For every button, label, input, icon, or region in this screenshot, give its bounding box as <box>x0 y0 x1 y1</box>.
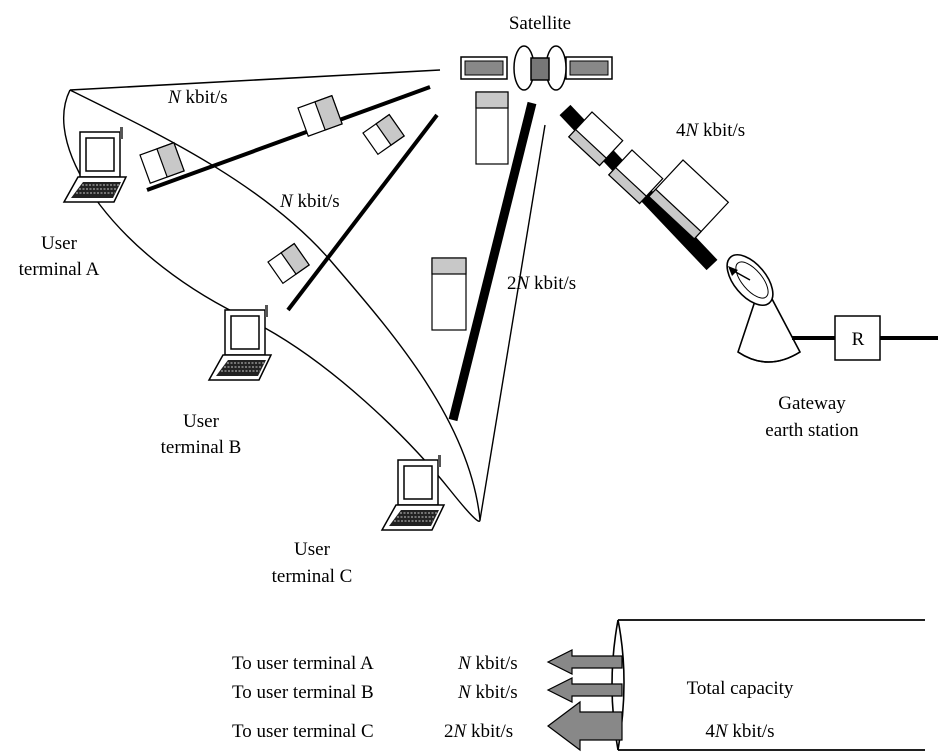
laptop-c-icon <box>381 454 445 531</box>
terminal-c-label-line1: User <box>294 539 331 560</box>
gateway-label-line1: Gateway <box>778 393 846 414</box>
gateway-link-rate: 4N kbit/s <box>676 120 745 141</box>
capacity-arrow-c <box>547 700 623 752</box>
terminal-a-label-line1: User <box>41 233 78 254</box>
terminal-c-label-line2: terminal C <box>272 566 353 587</box>
capacity-row-a-destination: To user terminal A <box>232 653 374 674</box>
packet-c1 <box>475 91 509 165</box>
coverage-beam <box>63 69 546 522</box>
packet-c2 <box>431 257 467 331</box>
capacity-row-c-rate: 2N kbit/s <box>444 721 513 742</box>
capacity-row-b-destination: To user terminal B <box>232 682 374 703</box>
packet-gw3 <box>648 159 730 240</box>
packet-gw1 <box>567 111 624 167</box>
total-capacity-label: Total capacity <box>687 678 794 699</box>
laptop-a-icon <box>63 126 127 203</box>
terminal-b-label-line1: User <box>183 411 220 432</box>
downlink-beam-a <box>146 85 431 192</box>
link-a-rate: N kbit/s <box>167 87 228 108</box>
packet-a2 <box>297 94 343 137</box>
downlink-beam-c <box>448 101 537 422</box>
router-box: R <box>834 315 881 361</box>
packet-b1 <box>362 113 405 156</box>
packet-gw2 <box>607 149 664 205</box>
packet-b2 <box>267 242 310 285</box>
downlink-beam-b <box>286 113 439 312</box>
packet-a1 <box>139 141 185 184</box>
capacity-row-c-destination: To user terminal C <box>232 721 374 742</box>
satellite-label: Satellite <box>509 13 571 34</box>
gateway-dish-icon <box>726 254 802 363</box>
link-c-rate: 2N kbit/s <box>507 273 576 294</box>
capacity-arrow-a <box>546 649 623 675</box>
laptop-b-icon <box>208 304 272 381</box>
gateway-label-line2: earth station <box>765 420 859 441</box>
router-label: R <box>852 329 865 350</box>
capacity-arrow-b <box>546 677 623 703</box>
link-b-rate: N kbit/s <box>279 191 340 212</box>
terminal-a-label-line2: terminal A <box>19 259 100 280</box>
total-capacity-value: 4N kbit/s <box>705 721 774 742</box>
capacity-row-b-rate: N kbit/s <box>457 682 518 703</box>
terminal-b-label-line2: terminal B <box>161 437 242 458</box>
capacity-row-a-rate: N kbit/s <box>457 653 518 674</box>
satellite-icon <box>460 45 613 91</box>
